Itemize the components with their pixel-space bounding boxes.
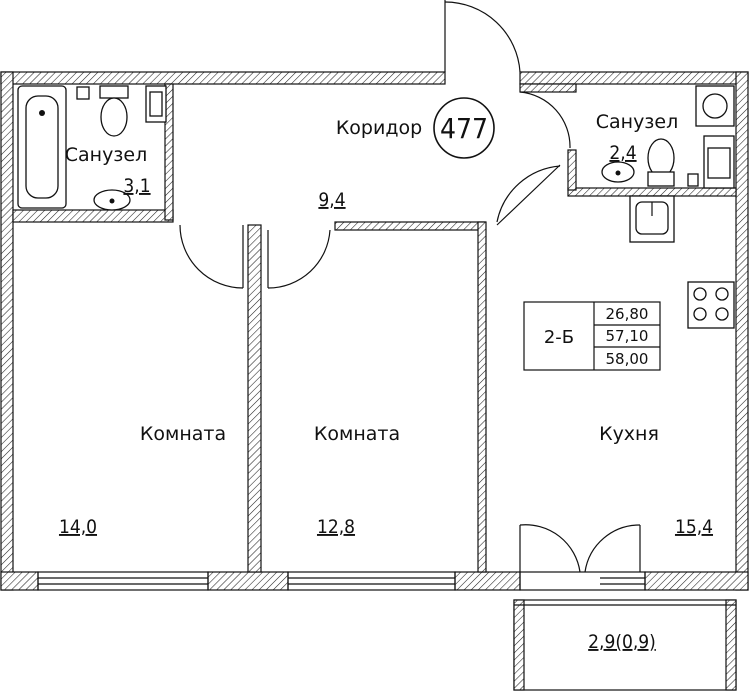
room-middle-name: Комната bbox=[314, 423, 400, 445]
kitchen-name: Кухня bbox=[599, 423, 659, 445]
balcony-area: 2,9(0,9) bbox=[588, 631, 656, 653]
corridor-area: 9,4 bbox=[318, 189, 345, 211]
balcony bbox=[513, 599, 737, 691]
room-left-name: Комната bbox=[140, 423, 226, 445]
apartment-number: 477 bbox=[440, 112, 488, 145]
doors bbox=[179, 0, 641, 573]
room-left-area: 14,0 bbox=[59, 516, 97, 538]
interior-walls bbox=[12, 83, 737, 573]
area-total-with-balcony: 58,00 bbox=[606, 350, 649, 368]
left-bathroom-fixtures bbox=[17, 85, 167, 211]
bath-right-name: Санузел bbox=[596, 111, 679, 133]
bath-right-area: 2,4 bbox=[609, 142, 636, 164]
apartment-type: 2-Б bbox=[544, 327, 574, 348]
corridor-name: Коридор bbox=[336, 117, 422, 139]
right-bathroom-fixtures bbox=[601, 85, 735, 329]
room-labels: Коридор 9,4 Санузел 3,1 Санузел 2,4 Комн… bbox=[59, 111, 713, 653]
area-living: 26,80 bbox=[606, 305, 649, 323]
kitchen-area: 15,4 bbox=[675, 516, 713, 538]
area-total: 57,10 bbox=[606, 327, 649, 345]
apartment-info-table: 2-Б 26,80 57,10 58,00 bbox=[523, 301, 661, 371]
bath-left-name: Санузел bbox=[65, 144, 148, 166]
bath-left-area: 3,1 bbox=[123, 175, 150, 197]
apartment-number-badge: 477 bbox=[433, 97, 495, 159]
room-middle-area: 12,8 bbox=[317, 516, 355, 538]
windows bbox=[37, 571, 646, 591]
